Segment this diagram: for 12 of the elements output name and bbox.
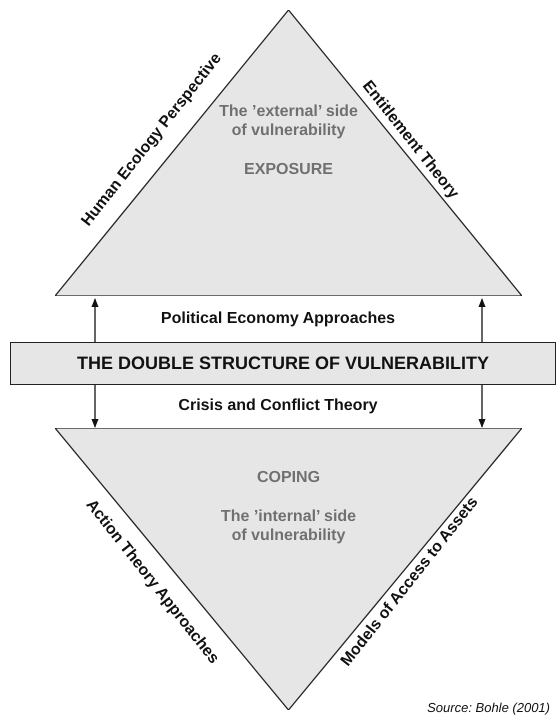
arrow	[478, 298, 486, 342]
approach-label: Political Economy Approaches	[160, 309, 396, 329]
triangle-text: EXPOSURE	[243, 160, 334, 179]
arrow	[91, 385, 99, 428]
arrow	[91, 298, 99, 342]
source-note: Source: Bohle (2001)	[427, 699, 550, 717]
triangle-text: The ’external’ side of vulnerability	[219, 103, 359, 140]
triangle-text: The ’internal’ side of vulnerability	[220, 507, 358, 545]
triangle-text: COPING	[256, 468, 322, 487]
approach-label: Crisis and Conflict Theory	[177, 396, 379, 416]
arrow	[478, 385, 486, 428]
band-box: THE DOUBLE STRUCTURE OF VULNERABILITY	[10, 342, 556, 385]
